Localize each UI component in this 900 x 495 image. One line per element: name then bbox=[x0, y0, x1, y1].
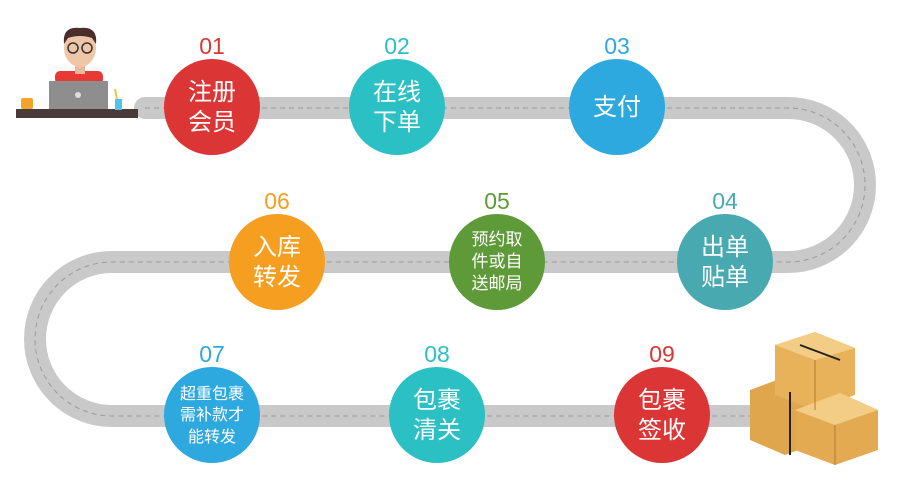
parcel-boxes-illustration bbox=[750, 332, 878, 465]
step-number: 06 bbox=[264, 188, 290, 214]
step-label-line: 贴单 bbox=[701, 263, 749, 291]
step-label-line: 下单 bbox=[373, 108, 421, 136]
step-number: 08 bbox=[424, 341, 450, 367]
step-label-line: 支付 bbox=[593, 93, 641, 121]
step-label-line: 入库 bbox=[253, 233, 301, 261]
step-circle: 包裹清关 bbox=[389, 367, 485, 463]
step-label-line: 出单 bbox=[701, 233, 749, 261]
step-number: 05 bbox=[484, 188, 510, 214]
step-number: 04 bbox=[712, 188, 738, 214]
step-label-line: 注册 bbox=[188, 78, 236, 106]
step-label-line: 转发 bbox=[253, 263, 301, 291]
step-label-line: 签收 bbox=[638, 416, 686, 444]
step-label-line: 在线 bbox=[373, 78, 421, 106]
step-label-line: 会员 bbox=[188, 108, 236, 136]
step-label-line: 清关 bbox=[413, 416, 461, 444]
step-label-line: 预约取 bbox=[471, 229, 523, 250]
step-circle: 预约取件或自送邮局 bbox=[449, 214, 545, 310]
step-circle: 注册会员 bbox=[164, 59, 260, 155]
step-number: 03 bbox=[604, 33, 630, 59]
step-label-line: 件或自 bbox=[471, 251, 523, 272]
step-circle: 包裹签收 bbox=[614, 367, 710, 463]
step-circle: 出单贴单 bbox=[677, 214, 773, 310]
step-label-line: 超重包裹 bbox=[179, 383, 244, 403]
step-number: 07 bbox=[199, 341, 225, 367]
person-at-laptop-illustration bbox=[16, 27, 138, 118]
step-circle: 超重包裹需补款才能转发 bbox=[164, 367, 260, 463]
step-number: 01 bbox=[199, 33, 225, 59]
step-circle: 支付 bbox=[569, 59, 665, 155]
step-label-line: 包裹 bbox=[413, 386, 461, 414]
step-number: 02 bbox=[384, 33, 410, 59]
step-number: 09 bbox=[649, 341, 675, 367]
step-label-line: 能转发 bbox=[187, 426, 236, 446]
step-label-line: 包裹 bbox=[638, 386, 686, 414]
step-circle: 在线下单 bbox=[349, 59, 445, 155]
step-label-line: 需补款才 bbox=[179, 405, 244, 425]
step-label-line: 送邮局 bbox=[471, 274, 523, 295]
step-circle: 入库转发 bbox=[229, 214, 325, 310]
